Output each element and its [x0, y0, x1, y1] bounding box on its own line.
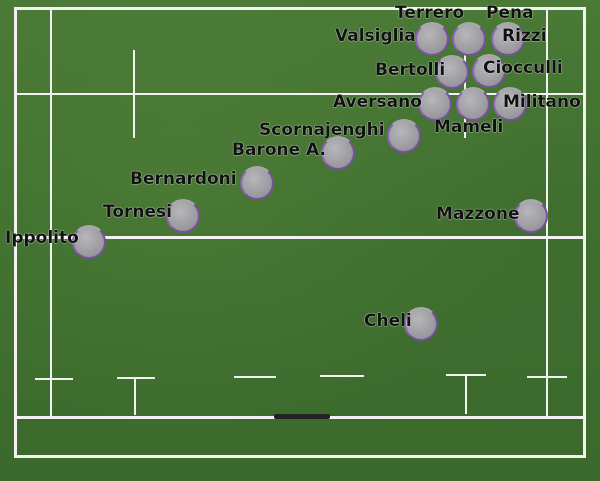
player-disc[interactable]: [472, 54, 506, 88]
five-metre-dash: [117, 377, 155, 379]
touchline-right: [583, 7, 586, 457]
player-disc[interactable]: [435, 55, 469, 89]
five-metre-line-left: [50, 10, 52, 416]
line-10m: [14, 236, 586, 239]
player-disc[interactable]: [514, 199, 548, 233]
five-metre-dash-post: [465, 374, 467, 414]
player-name-label: Ciocculli: [483, 58, 563, 78]
player-disc[interactable]: [387, 119, 421, 153]
player-disc[interactable]: [240, 166, 274, 200]
player-name-label: Bertolli: [375, 60, 446, 80]
player-disc[interactable]: [166, 199, 200, 233]
player-disc[interactable]: [404, 307, 438, 341]
goal-posts: [274, 414, 330, 419]
player-name-label: Mazzone: [436, 204, 520, 224]
player-disc[interactable]: [456, 87, 490, 121]
player-name-label: Mameli: [434, 117, 504, 137]
player-name-label: Barone A.: [232, 140, 326, 160]
five-metre-dash: [320, 375, 364, 377]
player-name-label: Militano: [503, 92, 581, 112]
player-name-label: Cheli: [364, 311, 412, 331]
player-name-label: Aversano: [333, 92, 422, 112]
player-name-label: Scornajenghi: [259, 120, 385, 140]
five-metre-dash: [234, 376, 276, 378]
five-metre-dash: [35, 378, 73, 380]
player-disc[interactable]: [491, 22, 525, 56]
player-name-label: Ippolito: [5, 228, 79, 248]
player-name-label: Tornesi: [103, 202, 172, 222]
player-disc[interactable]: [418, 87, 452, 121]
line-22m: [14, 93, 586, 95]
player-name-label: Rizzi: [502, 26, 547, 46]
player-disc[interactable]: [493, 87, 527, 121]
touchline-left: [14, 7, 17, 457]
player-disc[interactable]: [321, 136, 355, 170]
dead-ball-line: [14, 455, 586, 458]
dash-top-vertical: [133, 50, 135, 138]
player-name-label: Valsiglia: [335, 26, 416, 46]
player-disc[interactable]: [72, 225, 106, 259]
player-disc[interactable]: [452, 22, 486, 56]
player-name-label: Pena: [486, 3, 534, 23]
five-metre-dash-post: [134, 377, 136, 415]
touchline-top: [14, 7, 586, 10]
five-metre-dash: [527, 376, 567, 378]
player-disc[interactable]: [415, 22, 449, 56]
player-name-label: Terrero: [395, 3, 465, 23]
player-name-label: Bernardoni: [130, 169, 237, 189]
